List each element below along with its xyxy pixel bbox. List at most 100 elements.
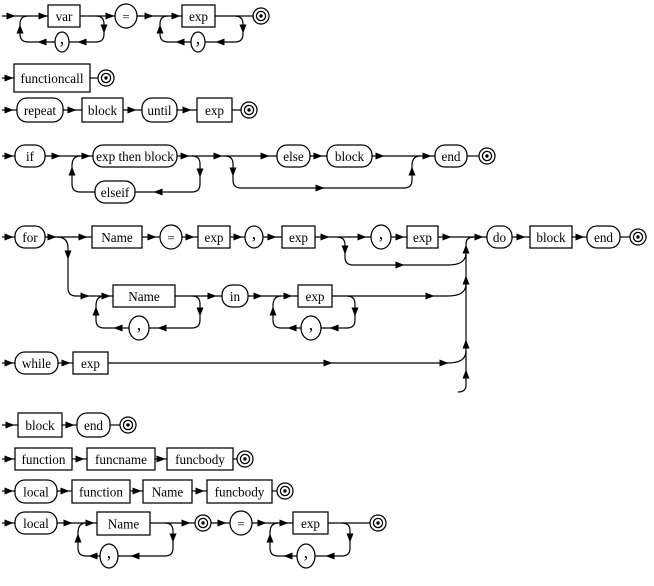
arrowhead-icon <box>196 307 204 317</box>
nonterminal-exp <box>292 511 329 535</box>
arrowhead-icon <box>132 487 142 495</box>
arrowhead-icon <box>80 292 90 300</box>
arrowhead-icon <box>185 233 195 241</box>
arrowhead-icon <box>4 152 14 160</box>
arrowhead-icon <box>269 306 277 316</box>
terminal-comma <box>190 31 206 53</box>
node-label: block <box>335 149 365 164</box>
terminal-in <box>221 284 249 308</box>
node-label: else <box>283 149 304 164</box>
end-terminator-icon <box>629 228 647 246</box>
arrowhead-icon <box>283 292 293 300</box>
arrowhead-icon <box>196 168 204 178</box>
terminal-comma <box>244 225 264 249</box>
end-terminator-icon <box>240 101 258 119</box>
terminal-comma <box>370 224 392 250</box>
nonterminal-functioncall <box>13 63 91 93</box>
arrowhead-icon <box>92 306 100 316</box>
arrowhead-icon <box>233 233 243 241</box>
node-label: block <box>536 230 566 245</box>
arrowhead-icon <box>279 519 289 527</box>
arrowhead-icon <box>68 166 76 176</box>
node-label: if <box>26 149 35 164</box>
arrowhead-icon <box>6 12 16 20</box>
arrowhead-icon <box>422 152 432 160</box>
arrowhead-icon <box>4 359 14 367</box>
arrowhead-icon <box>195 487 205 495</box>
arrowhead-icon <box>171 12 181 20</box>
nonterminal-exp <box>181 4 216 28</box>
arrowhead-icon <box>357 233 367 241</box>
nonterminal-funcbody <box>206 479 273 504</box>
nonterminal-exp <box>72 351 109 375</box>
terminal-repeat <box>16 97 64 123</box>
end-terminator-icon <box>194 514 212 532</box>
arrowhead-icon <box>215 38 225 46</box>
arrowhead-icon <box>320 233 330 241</box>
node-label: funcbody <box>215 485 265 500</box>
arrowhead-icon <box>325 552 335 560</box>
arrowhead-icon <box>127 106 137 114</box>
node-label: while <box>22 356 51 371</box>
nonterminal-funcname <box>86 447 156 471</box>
terminal-comma <box>296 543 316 569</box>
arrowhead-icon <box>283 552 293 560</box>
terminal-do <box>486 225 513 249</box>
arrowhead-icon <box>100 24 108 34</box>
node-label: var <box>56 9 73 24</box>
arrowhead-icon <box>213 152 223 160</box>
arrowhead-icon <box>260 152 270 160</box>
arrowhead-icon <box>181 519 191 527</box>
node-label: exp <box>81 356 100 371</box>
arrowhead-icon <box>313 152 323 160</box>
arrowhead-icon <box>207 292 217 300</box>
arrowhead-icon <box>266 533 274 543</box>
arrowhead-icon <box>395 233 405 241</box>
arrowhead-icon <box>156 24 164 34</box>
terminal-elseif <box>94 180 136 204</box>
arrowhead-icon <box>63 519 73 527</box>
arrowhead-icon <box>101 292 111 300</box>
end-terminator-icon <box>369 514 387 532</box>
end-terminator-icon <box>252 7 270 25</box>
arrowhead-icon <box>51 152 61 160</box>
node-label: for <box>22 230 38 245</box>
arrowhead-icon <box>5 421 15 429</box>
arrowhead-icon <box>4 233 14 241</box>
arrowhead-icon <box>351 307 359 317</box>
node-label: do <box>493 230 507 245</box>
node-label: exp <box>189 9 208 24</box>
node-label: , <box>60 28 65 48</box>
arrowhead-icon <box>575 233 585 241</box>
arrowhead-icon <box>169 533 177 543</box>
arrowhead-icon <box>180 152 190 160</box>
end-terminator-icon <box>236 450 254 468</box>
nonterminal-exp <box>197 225 231 249</box>
terminal-end <box>76 412 111 438</box>
terminal-comma <box>128 315 150 341</box>
arrowhead-icon <box>257 519 267 527</box>
node-label: block <box>88 103 118 118</box>
node-label: Name <box>128 289 160 304</box>
node-label: elseif <box>101 185 130 200</box>
arrowhead-icon <box>341 245 349 255</box>
terminal-while <box>14 351 59 375</box>
node-label: funcname <box>95 452 147 467</box>
arrowhead-icon <box>156 455 166 463</box>
node-label: function <box>22 452 66 467</box>
terminal-for <box>14 225 46 249</box>
node-label: = <box>167 230 174 245</box>
terminal-else <box>276 144 311 168</box>
arrowhead-icon <box>153 188 163 196</box>
nonterminal-exp <box>297 284 333 308</box>
arrowhead-icon <box>38 12 48 20</box>
node-label: Name <box>152 485 184 500</box>
node-label: in <box>230 289 241 304</box>
node-label: repeat <box>24 103 57 118</box>
node-label: exp <box>205 103 224 118</box>
arrowhead-icon <box>144 12 154 20</box>
arrowhead-icon <box>442 233 452 241</box>
arrowhead-icon <box>375 152 385 160</box>
